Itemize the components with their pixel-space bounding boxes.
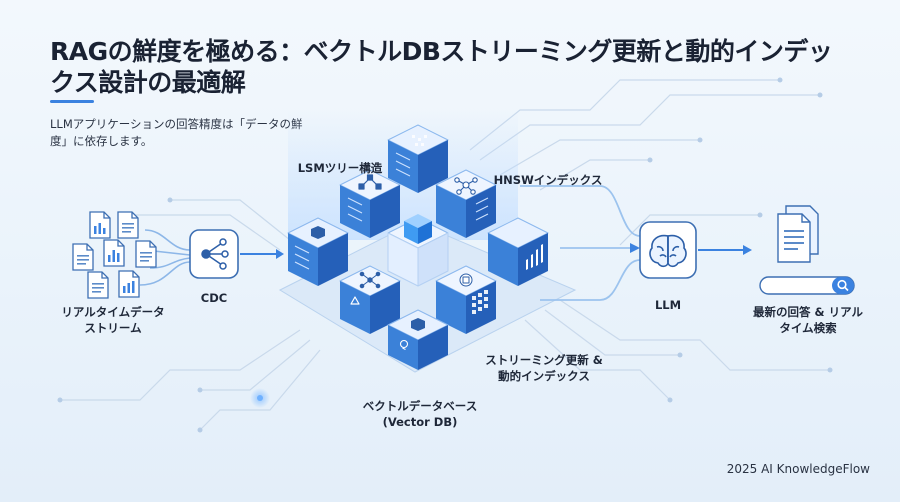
glow-dot-core <box>257 395 263 401</box>
label-hnsw: HNSWインデックス <box>493 173 603 187</box>
arrow-head <box>630 243 640 253</box>
label-realtime-stream: リアルタイムデータストリーム <box>61 305 165 335</box>
brain-icon <box>649 234 687 268</box>
result-search-bar <box>759 276 855 295</box>
label-vector-db-line2: (Vector DB) <box>382 415 458 429</box>
document-icon <box>118 270 140 298</box>
glowing-core-cube <box>404 214 432 244</box>
arrow-cdc-to-db <box>240 249 284 259</box>
cube-icon <box>411 318 425 331</box>
grid-icon <box>395 152 411 177</box>
arrow-llm-to-result <box>698 245 752 255</box>
title-underline <box>50 100 94 103</box>
search-icon <box>837 279 849 292</box>
label-llm: LLM <box>654 298 682 312</box>
document-icon <box>135 240 157 268</box>
document-icons <box>72 211 157 299</box>
document-icon <box>103 239 125 267</box>
cube-mid-center <box>387 214 449 287</box>
footer-credit: 2025 AI KnowledgeFlow <box>726 462 870 476</box>
cube-top-center <box>387 124 449 193</box>
document-icon <box>87 271 109 299</box>
label-streaming-update: ストリーミング更新 & 動的インデックス <box>485 353 603 383</box>
cube-chart <box>487 217 549 286</box>
tree-icon <box>358 174 382 190</box>
hub-icon <box>201 238 229 270</box>
document-icon <box>72 243 94 271</box>
label-lsm: LSMツリー構造 <box>297 161 383 175</box>
cube-grid <box>435 265 497 334</box>
cube-cluster <box>287 124 549 370</box>
cube-scatter <box>339 265 401 334</box>
grid-icon <box>459 273 473 287</box>
llm-box <box>639 221 697 279</box>
label-cdc: CDC <box>200 291 228 305</box>
cube-tree <box>339 169 401 238</box>
arrows-db-to-llm <box>520 185 641 301</box>
result-documents <box>777 205 819 263</box>
cube-icon <box>311 226 325 239</box>
document-icon <box>89 211 111 239</box>
lightbulb-icon <box>399 339 409 350</box>
network-icon <box>454 177 478 195</box>
cube-network <box>435 169 497 238</box>
page-title: RAGの鮮度を極める：ベクトルDBストリーミング更新と動的インデックス設計の最適… <box>50 37 833 97</box>
label-vector-db-line1: ベクトルデータベース <box>362 399 478 413</box>
cube-bottom <box>387 309 449 370</box>
chart-icon <box>526 244 543 270</box>
document-icon <box>777 213 811 263</box>
cdc-hub <box>189 229 239 279</box>
label-result: 最新の回答 & リアルタイム検索 <box>753 305 863 335</box>
cube-mid-left <box>287 217 349 286</box>
page-subtitle: LLMアプリケーションの回答精度は「データの鮮度」に依存します。 <box>50 117 303 148</box>
document-icon <box>117 211 139 239</box>
